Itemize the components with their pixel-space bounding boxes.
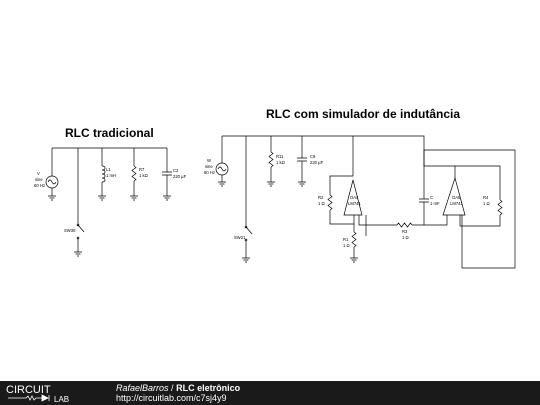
right-circuit-title: RLC com simulador de indutância	[266, 107, 460, 121]
c-value: 1 mF	[430, 201, 440, 206]
r1-name: R1	[343, 237, 349, 242]
r11-value: 1 kΩ	[276, 160, 285, 165]
circuit-schematic: RLC tradicional V sine 60 Hz SW39	[34, 107, 516, 269]
opamp-oa5: OA5 LM741	[442, 166, 516, 269]
r3-name: R3	[402, 229, 408, 234]
r1-value: 1 Ω	[343, 243, 350, 248]
v1-type: sine	[35, 177, 43, 182]
capacitor-c9: C9 220 µF	[297, 136, 324, 187]
r4-name: R4	[483, 195, 489, 200]
c9-value: 220 µF	[310, 160, 324, 165]
resistor-r4: R4 1 Ω	[478, 195, 503, 227]
left-circuit: RLC tradicional V sine 60 Hz SW39	[34, 126, 187, 257]
c2-value: 220 µF	[173, 174, 187, 179]
logo-diode-icon	[41, 394, 50, 402]
author-link[interactable]: RafaelBarros	[116, 383, 169, 393]
oa4-input-wire	[329, 136, 354, 195]
project-title: RLC eletrônico	[176, 383, 241, 393]
v2-type: sine	[205, 164, 213, 169]
capacitor-c: C 1 mF	[419, 166, 440, 225]
c9-name: C9	[310, 154, 316, 159]
source-v2: W sine 60 Hz	[204, 136, 229, 187]
sw21-label: SW21	[234, 235, 246, 240]
resistor-r7: R7 1 kΩ	[130, 148, 148, 201]
source-v1: V sine 60 Hz	[34, 148, 59, 201]
logo-top-text: CIRCUIT	[6, 384, 51, 396]
right-circuit: RLC com simulador de indutância W sine 6…	[204, 107, 516, 269]
oa5-name: OA5	[452, 195, 461, 200]
l1-name: L1	[106, 167, 111, 172]
opamp-oa4: OA4 LM741	[343, 179, 390, 236]
capacitor-c2: C2 220 µF	[162, 148, 187, 201]
v2-name: W	[207, 158, 211, 163]
project-info: RafaelBarros / RLC eletrônico http://cir…	[116, 383, 240, 403]
resistor-r2: R2 1 Ω	[318, 194, 355, 225]
logo-resistor-icon	[8, 395, 42, 401]
project-url-link[interactable]: http://circuitlab.com/c7sj4y9	[116, 393, 227, 403]
inductor-l1: L1 1 mH	[98, 148, 116, 201]
oa4-name: OA4	[350, 195, 359, 200]
left-circuit-title: RLC tradicional	[65, 126, 154, 140]
l1-value: 1 mH	[106, 173, 116, 178]
v2-freq: 60 Hz	[204, 170, 215, 175]
c-name: C	[430, 195, 433, 200]
logo-bottom-text: LAB	[54, 395, 69, 403]
r11-name: R11	[276, 154, 284, 159]
v1-freq: 60 Hz	[34, 183, 45, 188]
oa4-model: LM741	[348, 201, 361, 206]
r3-value: 1 Ω	[402, 235, 409, 240]
r2-value: 1 Ω	[318, 201, 325, 206]
r2-name: R2	[318, 195, 324, 200]
footer-bar: CIRCUIT LAB RafaelBarros / RLC eletrônic…	[0, 381, 540, 405]
feedback-loop-wire	[423, 149, 516, 166]
c2-name: C2	[173, 168, 179, 173]
v1-name: V	[37, 171, 40, 176]
r7-value: 1 kΩ	[139, 173, 148, 178]
path-separator: /	[171, 383, 174, 393]
sw39-label: SW39	[64, 228, 76, 233]
switch-sw39[interactable]: SW39	[64, 148, 85, 257]
switch-sw21[interactable]: SW21	[234, 136, 253, 263]
r4-value: 1 Ω	[483, 201, 490, 206]
r7-name: R7	[139, 167, 145, 172]
resistor-r3: R3 1 Ω	[390, 215, 448, 240]
resistor-r1: R1 1 Ω	[343, 224, 358, 263]
resistor-r11: R11 1 kΩ	[267, 136, 285, 187]
circuitlab-logo[interactable]: CIRCUIT LAB	[6, 383, 102, 403]
oa5-model: LM741	[450, 201, 463, 206]
